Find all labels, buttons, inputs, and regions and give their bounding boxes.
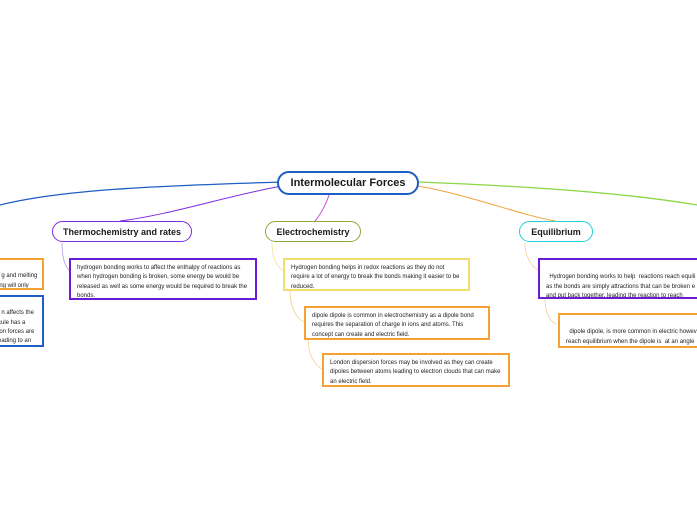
sub-electro-3 bbox=[307, 338, 323, 370]
topic-thermochemistry[interactable]: Thermochemistry and rates bbox=[52, 221, 192, 242]
sub-electro-1 bbox=[271, 242, 284, 272]
note-left-top-text: g and melting ing will only bbox=[0, 273, 38, 289]
sub-electro-2 bbox=[289, 290, 305, 323]
branch-electro bbox=[314, 191, 331, 222]
central-title: Intermolecular Forces bbox=[290, 177, 406, 189]
note-electro-london[interactable]: London dispersion forces may be involved… bbox=[322, 353, 510, 387]
sub-equil-2 bbox=[544, 297, 557, 325]
topic-thermochemistry-label: Thermochemistry and rates bbox=[62, 226, 182, 237]
branch-thermo bbox=[119, 185, 283, 222]
sub-thermo-1 bbox=[61, 242, 70, 271]
note-left-bottom[interactable]: n affects the cule has a ion forces are … bbox=[0, 295, 44, 347]
topic-electrochemistry-label: Electrochemistry bbox=[276, 226, 350, 237]
topic-equilibrium[interactable]: Equilibrium bbox=[519, 221, 593, 242]
note-equil-dipole-text: dipole dipole, is more common in electri… bbox=[566, 329, 697, 345]
note-electro-dipole-text: dipole dipole is common in electrochemis… bbox=[312, 313, 474, 338]
note-thermo-hydrogen[interactable]: hydrogen bonding works to affect the ent… bbox=[69, 258, 257, 300]
branch-right bbox=[417, 181, 697, 206]
note-electro-dipole[interactable]: dipole dipole is common in electrochemis… bbox=[304, 306, 490, 340]
note-equil-hydrogen-text: Hydrogen bonding works to help reactions… bbox=[546, 274, 696, 299]
note-equil-hydrogen[interactable]: Hydrogen bonding works to help reactions… bbox=[538, 258, 697, 299]
branch-left bbox=[0, 181, 283, 206]
note-electro-hydrogen-text: Hydrogen bonding helps in redox reaction… bbox=[291, 265, 460, 290]
note-electro-london-text: London dispersion forces may be involved… bbox=[330, 360, 501, 385]
branch-equilibrium bbox=[417, 185, 556, 222]
note-left-bottom-text: n affects the cule has a ion forces are … bbox=[0, 310, 35, 345]
sub-equil-1 bbox=[524, 242, 539, 271]
note-electro-hydrogen[interactable]: Hydrogen bonding helps in redox reaction… bbox=[283, 258, 470, 291]
note-thermo-hydrogen-text: hydrogen bonding works to affect the ent… bbox=[77, 265, 248, 299]
topic-electrochemistry[interactable]: Electrochemistry bbox=[265, 221, 361, 242]
topic-equilibrium-label: Equilibrium bbox=[531, 226, 581, 237]
note-equil-dipole[interactable]: dipole dipole, is more common in electri… bbox=[558, 313, 697, 348]
note-left-top[interactable]: g and melting ing will only bbox=[0, 258, 44, 290]
central-topic[interactable]: Intermolecular Forces bbox=[277, 171, 419, 195]
